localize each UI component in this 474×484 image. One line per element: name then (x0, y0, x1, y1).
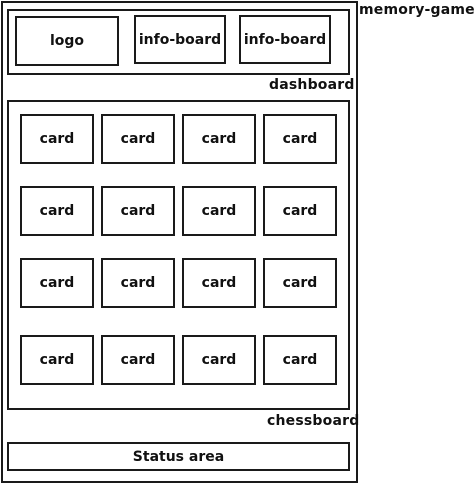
card-label: card (282, 275, 318, 291)
card[interactable]: card (20, 114, 94, 164)
logo-box: logo (15, 16, 119, 66)
card-label: card (201, 352, 237, 368)
status-label: Status area (132, 448, 225, 465)
card-label: card (201, 275, 237, 291)
info-board-label: info-board (243, 31, 327, 48)
status-area: Status area (7, 442, 350, 471)
card-label: card (282, 352, 318, 368)
logo-label: logo (49, 33, 85, 49)
card[interactable]: card (101, 186, 175, 236)
card-label: card (39, 203, 75, 219)
card[interactable]: card (182, 186, 256, 236)
info-board-2: info-board (239, 15, 331, 64)
card-label: card (282, 131, 318, 147)
card[interactable]: card (263, 335, 337, 385)
card[interactable]: card (182, 258, 256, 308)
card[interactable]: card (20, 186, 94, 236)
card[interactable]: card (263, 258, 337, 308)
card[interactable]: card (182, 114, 256, 164)
card[interactable]: card (101, 258, 175, 308)
card[interactable]: card (101, 114, 175, 164)
card-label: card (120, 275, 156, 291)
card-label: card (120, 131, 156, 147)
card[interactable]: card (20, 335, 94, 385)
card-label: card (39, 131, 75, 147)
card-label: card (120, 352, 156, 368)
card[interactable]: card (101, 335, 175, 385)
card-label: card (39, 352, 75, 368)
info-board-label: info-board (138, 31, 222, 48)
card[interactable]: card (263, 114, 337, 164)
dashboard-label: dashboard (269, 77, 355, 93)
card[interactable]: card (182, 335, 256, 385)
card-label: card (201, 131, 237, 147)
app-title: memory-game (359, 2, 474, 18)
card-label: card (120, 203, 156, 219)
card-label: card (39, 275, 75, 291)
card[interactable]: card (263, 186, 337, 236)
chessboard-label: chessboard (267, 413, 360, 429)
info-board-1: info-board (134, 15, 226, 64)
card-label: card (282, 203, 318, 219)
card-label: card (201, 203, 237, 219)
card[interactable]: card (20, 258, 94, 308)
